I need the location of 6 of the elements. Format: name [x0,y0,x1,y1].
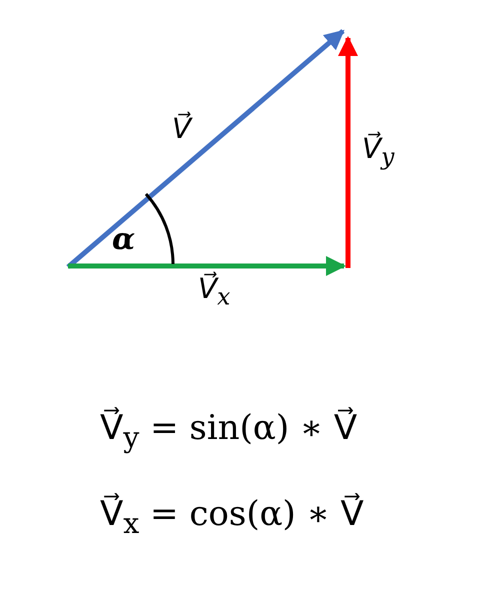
vector-label: V⃗$_{y}$ [362,132,394,171]
angle-label: α [112,222,136,258]
formula: V⃗$_{x}$ = cos(α) ∗ V⃗ [100,494,364,541]
formula: V⃗$_{y}$ = sin(α) ∗ V⃗ [100,408,358,455]
vector-label: V⃗$_{x}$ [198,272,230,311]
vector-label: V⃗ [172,112,192,146]
